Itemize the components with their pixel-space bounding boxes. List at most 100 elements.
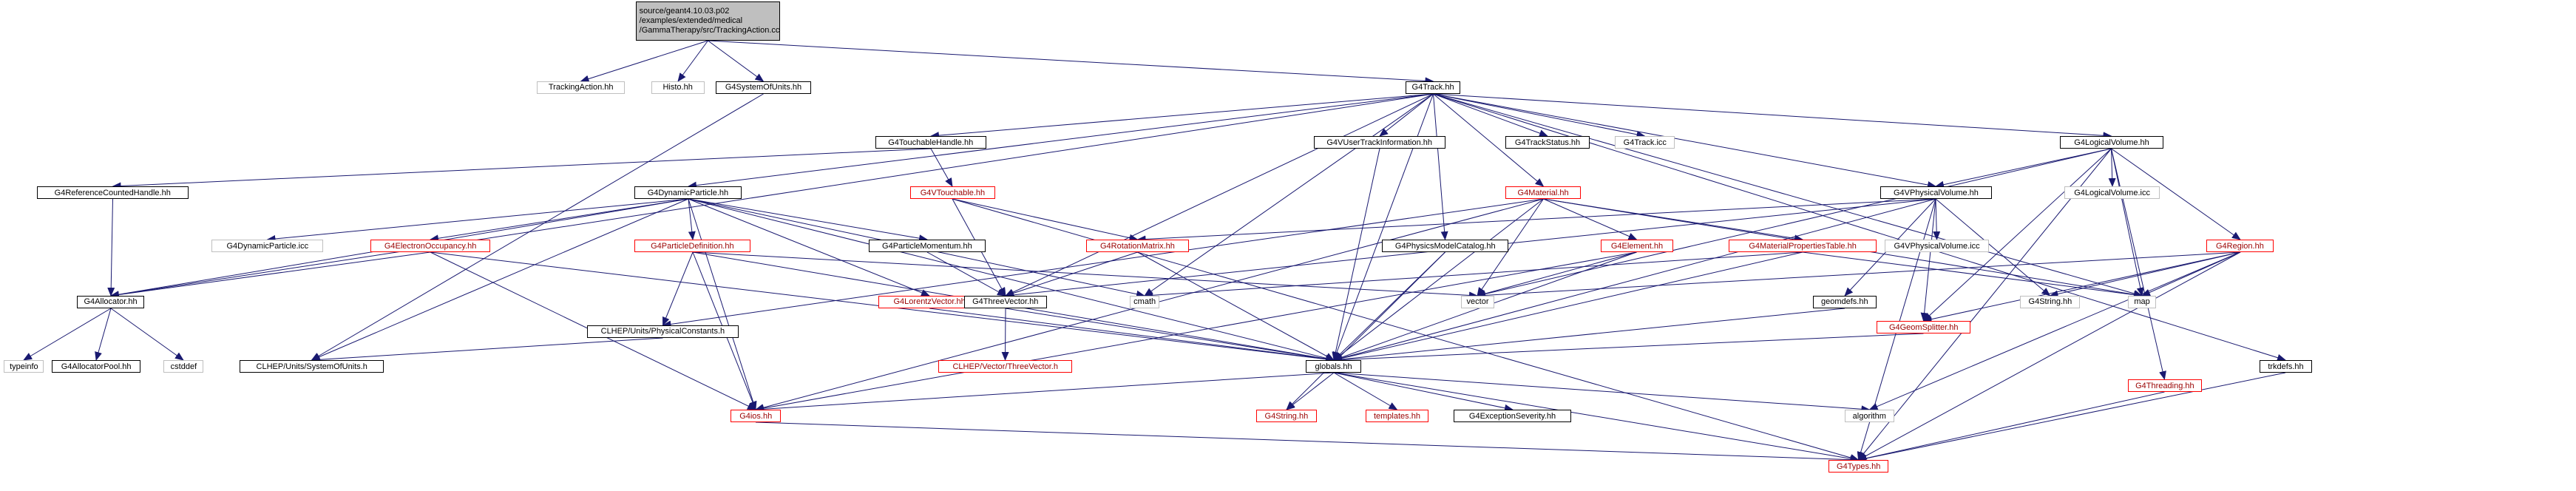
- node-g4physicsmodelcatalog-hh[interactable]: G4PhysicsModelCatalog.hh: [1382, 240, 1509, 253]
- node-g4threevector-hh[interactable]: G4ThreeVector.hh: [963, 295, 1047, 308]
- node-cstddef: cstddef: [163, 360, 204, 373]
- edge-globals_hh-to-algorithm: [1333, 372, 1871, 413]
- edge-g4dynamicparticle_hh-to-g4particlemomentum_hh: [688, 198, 928, 243]
- node-typeinfo: typeinfo: [4, 360, 44, 373]
- edge-g4material_hh-to-vector: [1477, 198, 1544, 297]
- node-g4dynamicparticle-hh[interactable]: G4DynamicParticle.hh: [634, 186, 742, 200]
- edge-g4logicalvolume_hh-to-g4types_hh: [1857, 148, 2112, 461]
- edge-g4dynamicparticle_hh-to-g4dynamicparticle_icc: [266, 198, 689, 243]
- node-globals-hh[interactable]: globals.hh: [1305, 360, 1362, 373]
- edge-trkdefs_hh-to-g4types_hh: [1857, 372, 2286, 462]
- node-g4allocatorpool-hh[interactable]: G4AllocatorPool.hh: [52, 360, 141, 373]
- node-templates-hh[interactable]: templates.hh: [1365, 410, 1429, 423]
- node-g4touchablehandle-hh[interactable]: G4TouchableHandle.hh: [875, 136, 986, 149]
- edge-g4touchablehandle_hh-to-g4vtouchable_hh: [930, 148, 953, 187]
- edge-root-to-g4systemofunits_hh: [708, 40, 765, 82]
- node-g4threading-hh[interactable]: G4Threading.hh: [2128, 379, 2202, 393]
- node-g4vphysicalvolume-icc: G4VPhysicalVolume.icc: [1884, 240, 1990, 253]
- edge-globals_hh-to-g4ios_hh: [755, 372, 1335, 413]
- node-trackingaction-hh: TrackingAction.hh: [537, 81, 626, 94]
- edge-g4geomsplitter_hh-to-globals_hh: [1333, 333, 1924, 364]
- edge-g4track_hh-to-g4touchablehandle_hh: [930, 93, 1434, 140]
- node-g4track-hh[interactable]: G4Track.hh: [1405, 81, 1461, 94]
- edge-g4rotationmatrix_hh-to-globals_hh: [1137, 251, 1335, 361]
- edge-g4region_hh-to-g4geomsplitter_hh: [1922, 251, 2241, 323]
- node-g4allocator-hh[interactable]: G4Allocator.hh: [76, 295, 145, 308]
- edge-g4track_hh-to-g4dynamicparticle_hh: [688, 93, 1434, 189]
- edge-g4systemofunits_hh-to-clhep_systemofunits_h: [311, 93, 764, 361]
- edge-g4region_hh-to-g4types_hh: [1857, 251, 2241, 461]
- node-vector: vector: [1461, 295, 1494, 308]
- edge-g4track_hh-to-g4vuserinfo_hh: [1379, 93, 1434, 137]
- node-g4referencecountedhandle-hh[interactable]: G4ReferenceCountedHandle.hh: [36, 186, 189, 200]
- root-file-line-2: /examples/extended/medical: [639, 16, 743, 26]
- edge-g4logicalvolume_hh-to-map: [2111, 148, 2144, 297]
- edge-root-to-tracking_action_hh: [580, 40, 708, 83]
- edge-g4track_hh-to-g4physicsmodelcatalog_hh: [1433, 93, 1448, 240]
- edge-g4track_hh-to-g4material_hh: [1433, 93, 1545, 187]
- node-geomdefs-hh[interactable]: geomdefs.hh: [1812, 295, 1877, 308]
- node-g4vphysicalvolume-hh[interactable]: G4VPhysicalVolume.hh: [1880, 186, 1992, 200]
- edge-g4touchablehandle_hh-to-g4referencecountedhandle_hh: [112, 148, 932, 190]
- node-clhep-vector-threevector-h[interactable]: CLHEP/Vector/ThreeVector.h: [938, 360, 1073, 373]
- edge-g4element_hh-to-g4ios_hh: [755, 251, 1637, 412]
- node-trkdefs-hh[interactable]: trkdefs.hh: [2260, 360, 2312, 373]
- edge-g4logicalvolume_hh-to-g4region_hh: [2111, 148, 2241, 240]
- node-g4element-hh[interactable]: G4Element.hh: [1601, 240, 1673, 253]
- edge-g4track_hh-to-cmath: [1144, 93, 1434, 297]
- edge-g4materialpropertiestable_hh-to-globals_hh: [1333, 251, 1803, 362]
- edge-g4track_hh-to-map: [1433, 93, 2143, 297]
- edge-g4logicalvolume_hh-to-vector: [1477, 148, 2112, 298]
- edge-g4rotationmatrix_hh-to-g4threevector_hh: [1005, 251, 1138, 297]
- node-g4vtouchable-hh[interactable]: G4VTouchable.hh: [910, 186, 995, 200]
- edge-g4dynamicparticle_hh-to-g4ios_hh: [688, 198, 757, 410]
- edge-g4particledefinition_hh-to-clhep_physicalconstants_h: [662, 251, 694, 326]
- edge-g4region_hh-to-algorithm: [1868, 251, 2241, 410]
- edge-g4region_hh-to-g4string_hh_right: [2049, 251, 2241, 298]
- edge-g4track_hh-to-g4trackstatus_hh: [1433, 93, 1548, 137]
- node-g4trackstatus-hh[interactable]: G4TrackStatus.hh: [1505, 136, 1590, 149]
- node-g4electronoccupancy-hh[interactable]: G4ElectronOccupancy.hh: [370, 240, 491, 253]
- edge-g4particledefinition_hh-to-vector: [692, 251, 1478, 299]
- edge-g4logicalvolume_hh-to-g4vphysicalvolume_hh: [1935, 148, 2112, 189]
- edge-g4vtouchable_hh-to-g4rotationmatrix_hh: [952, 198, 1139, 242]
- edge-g4track_hh-to-g4vphysicalvolume_hh: [1433, 93, 1936, 189]
- node-g4vusertrackinformation-hh[interactable]: G4VUserTrackInformation.hh: [1313, 136, 1445, 149]
- node-g4types-hh[interactable]: G4Types.hh: [1828, 460, 1889, 473]
- node-g4ios-hh[interactable]: G4ios.hh: [731, 410, 782, 423]
- edge-g4dynamicparticle_hh-to-g4particledefinition_hh: [688, 198, 696, 240]
- edge-g4track_hh-to-trkdefs_hh: [1433, 93, 2286, 362]
- node-g4particlemomentum-hh[interactable]: G4ParticleMomentum.hh: [869, 240, 986, 253]
- edge-g4track_hh-to-g4logicalvolume_hh: [1433, 93, 2112, 140]
- node-g4lorentzvector-hh[interactable]: G4LorentzVector.hh: [878, 295, 981, 308]
- node-clhep-units-physicalconstants-h[interactable]: CLHEP/Units/PhysicalConstants.h: [586, 325, 739, 338]
- node-algorithm: algorithm: [1844, 410, 1894, 423]
- node-g4material-hh[interactable]: G4Material.hh: [1505, 186, 1582, 200]
- edge-g4vuserinfo_hh-to-globals_hh: [1332, 148, 1380, 361]
- edge-globals_hh-to-g4types_hh: [1333, 372, 1860, 463]
- edge-g4allocator_hh-to-cstddef: [110, 308, 184, 361]
- edge-g4vphysicalvolume_hh-to-g4geomsplitter_hh: [1920, 198, 1936, 322]
- node-g4materialpropertiestable-hh[interactable]: G4MaterialPropertiesTable.hh: [1729, 240, 1877, 253]
- edge-g4dynamicparticle_hh-to-clhep_systemofunits_h: [311, 198, 689, 361]
- node-clhep-units-systemofunits-h[interactable]: CLHEP/Units/SystemOfUnits.h: [240, 360, 384, 373]
- node-g4rotationmatrix-hh[interactable]: G4RotationMatrix.hh: [1085, 240, 1190, 253]
- edge-g4dynamicparticle_hh-to-g4electronoccupancy_hh: [430, 198, 689, 243]
- edge-g4logicalvolume_hh-to-g4geomsplitter_hh: [1922, 148, 2112, 322]
- node-g4region-hh[interactable]: G4Region.hh: [2206, 240, 2274, 253]
- node-g4systemofunits-hh[interactable]: G4SystemOfUnits.hh: [716, 81, 811, 94]
- edge-g4vphysicalvolume_hh-to-g4string_hh_right: [1935, 198, 2051, 297]
- edge-g4logicalvolume_hh-to-g4threading_hh: [2111, 148, 2166, 380]
- edge-root-to-histo_hh: [677, 40, 708, 82]
- edge-g4allocator_hh-to-g4allocatorpool_hh: [95, 308, 112, 361]
- edge-g4ios_hh-to-g4types_hh: [755, 421, 1860, 464]
- node-g4exceptionseverity-hh[interactable]: G4ExceptionSeverity.hh: [1453, 410, 1572, 423]
- edge-g4region_hh-to-vector: [1477, 251, 2241, 299]
- node-g4logicalvolume-hh[interactable]: G4LogicalVolume.hh: [2060, 136, 2163, 149]
- edge-g4physicsmodelcatalog_hh-to-globals_hh: [1333, 251, 1445, 361]
- node-g4geomsplitter-hh[interactable]: G4GeomSplitter.hh: [1877, 321, 1971, 334]
- node-g4string-hh[interactable]: G4String.hh: [1255, 410, 1317, 423]
- edge-g4allocator_hh-to-typeinfo: [23, 308, 112, 361]
- node-g4particledefinition-hh[interactable]: G4ParticleDefinition.hh: [634, 240, 751, 253]
- edge-g4particlemomentum_hh-to-g4threevector_hh: [926, 251, 1006, 297]
